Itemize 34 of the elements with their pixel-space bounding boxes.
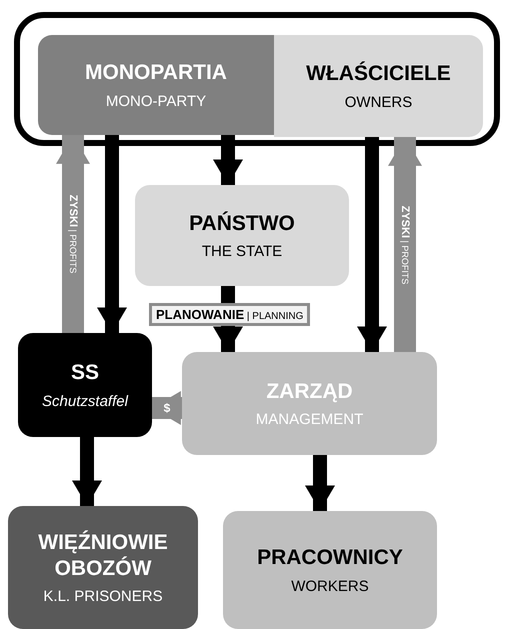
arrow	[56, 135, 90, 333]
arrow	[213, 135, 243, 185]
rounded-box	[223, 511, 437, 629]
node-title: WŁAŚCICIELE	[306, 61, 451, 88]
node-subtitle: WORKERS	[291, 578, 369, 595]
edge-label: ZYSKI | PROFITS	[67, 192, 79, 276]
arrow	[305, 455, 335, 511]
rounded-box	[135, 185, 349, 286]
group-outline	[14, 12, 500, 146]
node-subtitle: MONO-PARTY	[106, 92, 206, 110]
node-title: PAŃSTWO	[189, 210, 295, 237]
edge-label: $	[164, 401, 170, 415]
rounded-box	[18, 333, 152, 437]
rounded-box	[8, 506, 198, 629]
rounded-box	[182, 352, 437, 455]
node-title: SS	[70, 360, 99, 386]
rounded-box	[274, 35, 483, 137]
arrow	[388, 137, 422, 352]
rounded-box	[38, 35, 274, 135]
edge-label: ZYSKI | PROFITS	[399, 203, 411, 286]
arrow	[357, 137, 387, 352]
node-title: ZARZĄD	[266, 378, 353, 405]
arrow	[97, 135, 127, 333]
node-subtitle: K.L. PRISONERS	[43, 588, 163, 606]
node-subtitle: Schutzstaffel	[42, 392, 128, 410]
node-subtitle: THE STATE	[202, 243, 282, 260]
edge-label: PLANOWANIE | PLANNING	[149, 303, 310, 326]
node-title: MONOPARTIA	[85, 60, 227, 86]
node-title: WIĘŹNIOWIE OBOZÓW	[37, 530, 169, 582]
node-subtitle: MANAGEMENT	[256, 411, 364, 428]
arrow	[72, 437, 102, 506]
node-title: PRACOWNICY	[257, 545, 403, 572]
node-subtitle: OWNERS	[344, 94, 412, 111]
arrow	[152, 391, 182, 425]
